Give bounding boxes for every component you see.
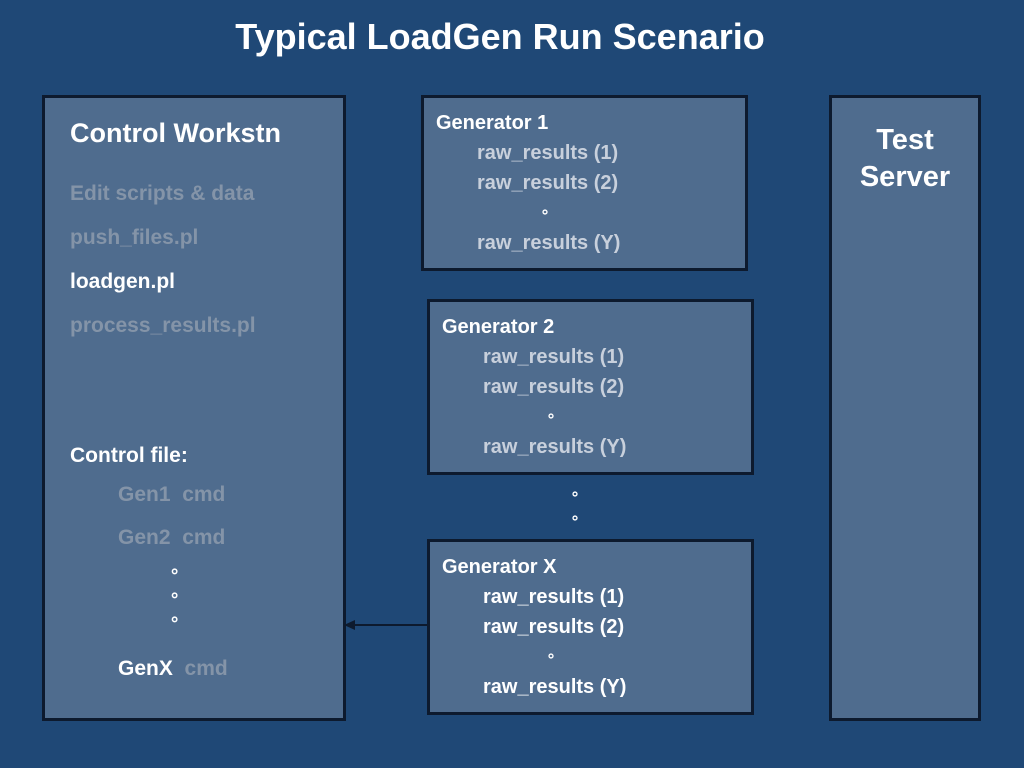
loadgen-item: loadgen.pl	[70, 270, 175, 293]
ellipsis-dot: ∘	[169, 609, 181, 629]
generator-x-heading: Generator X	[442, 556, 557, 578]
generator-1-box: Generator 1 raw_results (1) raw_results …	[421, 95, 748, 271]
ellipsis-dot: ∘	[570, 510, 581, 527]
control-workstation-heading: Control Workstn	[70, 118, 281, 148]
ellipsis-dot: ∘	[546, 408, 557, 425]
generator-2-heading: Generator 2	[442, 316, 555, 338]
generator-2-result-1: raw_results (1)	[483, 346, 625, 368]
control-file-label: Control file:	[70, 444, 188, 467]
generator-1-result-2: raw_results (2)	[477, 172, 619, 194]
diagram-title: Typical LoadGen Run Scenario	[235, 16, 765, 57]
ellipsis-dot: ∘	[570, 486, 581, 503]
ellipsis-dot: ∘	[169, 585, 181, 605]
genx-cmd: cmd	[184, 657, 228, 680]
generator-x-result-1: raw_results (1)	[483, 586, 625, 608]
test-server-box: Test Server	[829, 95, 981, 721]
test-server-line2: Server	[859, 161, 951, 193]
generator-x-result-2: raw_results (2)	[483, 616, 625, 638]
push-files-item: push_files.pl	[70, 226, 199, 249]
control-workstation-box: Control Workstn Edit scripts & data push…	[42, 95, 346, 721]
ellipsis-dot: ∘	[169, 561, 181, 581]
generator-1-result-y: raw_results (Y)	[477, 232, 621, 254]
gen1-name: Gen1	[118, 483, 171, 506]
generator-1-heading: Generator 1	[436, 112, 549, 134]
generator-1-result-1: raw_results (1)	[477, 142, 619, 164]
generator-2-result-2: raw_results (2)	[483, 376, 625, 398]
ellipsis-dot: ∘	[546, 648, 557, 665]
gen2-name: Gen2	[118, 526, 171, 549]
ellipsis-dot: ∘	[540, 204, 551, 221]
edit-scripts-item: Edit scripts & data	[70, 182, 255, 205]
generator-2-box: Generator 2 raw_results (1) raw_results …	[427, 299, 754, 475]
process-results-item: process_results.pl	[70, 314, 256, 337]
arrow-head	[344, 620, 355, 630]
gen1-cmd: cmd	[182, 483, 226, 506]
gen1-cmd-line: Gen1 cmd	[118, 483, 225, 507]
test-server-heading: Test Server	[832, 122, 978, 196]
generator-x-box: Generator X raw_results (1) raw_results …	[427, 539, 754, 715]
gen2-cmd: cmd	[182, 526, 226, 549]
genx-cmd-line: GenX cmd	[118, 657, 228, 681]
generator-x-result-y: raw_results (Y)	[483, 676, 627, 698]
genx-name: GenX	[118, 657, 173, 680]
test-server-line1: Test	[876, 124, 934, 156]
generator-2-result-y: raw_results (Y)	[483, 436, 627, 458]
gen2-cmd-line: Gen2 cmd	[118, 526, 225, 550]
